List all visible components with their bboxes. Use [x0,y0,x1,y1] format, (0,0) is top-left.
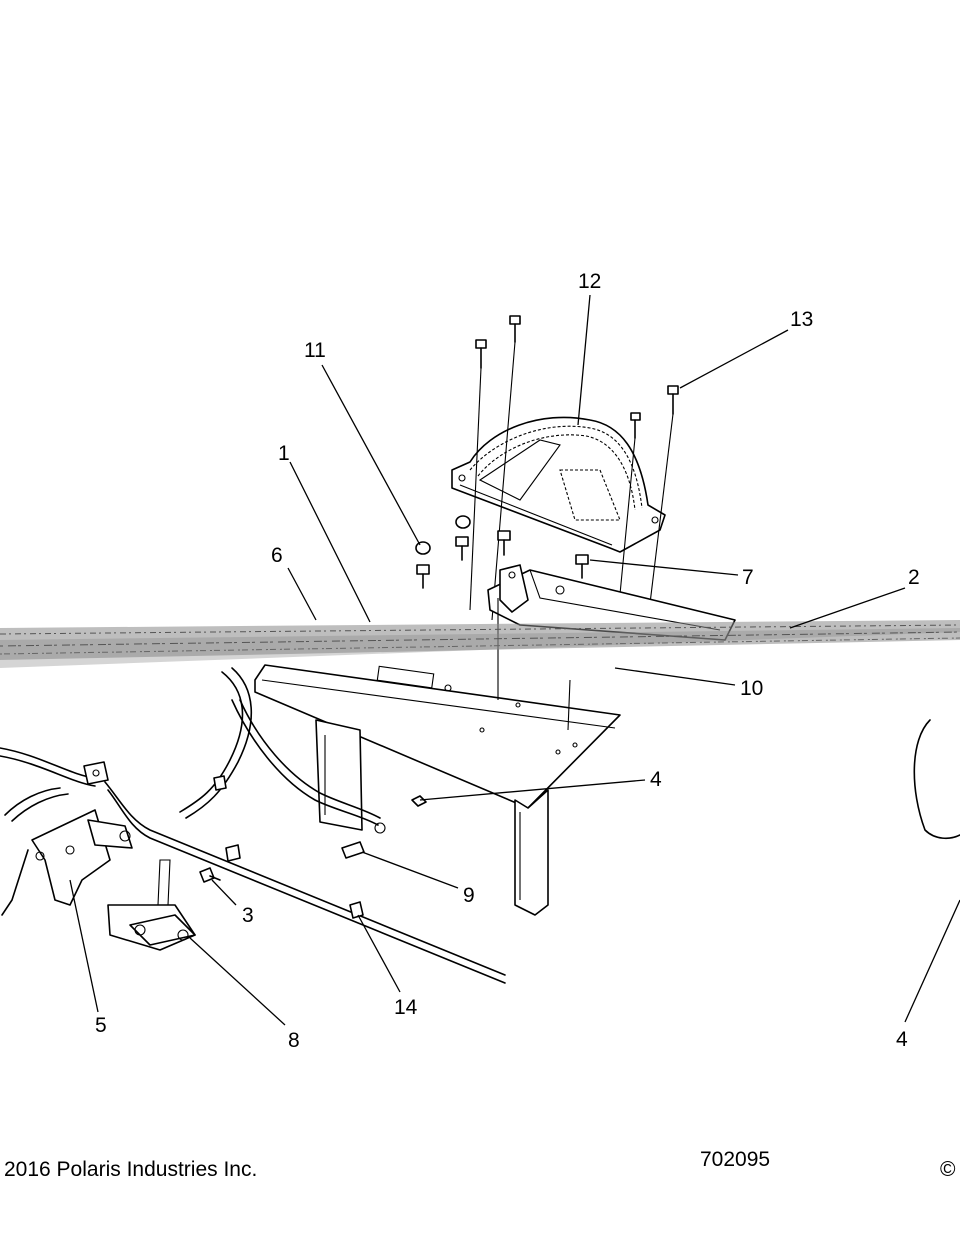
copyright-symbol: © [940,1158,956,1181]
switch-bracket [1,809,133,916]
main-panel [254,664,621,916]
connector [83,761,109,785]
callout-8: 8 [288,1029,300,1052]
screw [475,339,487,369]
cable-tie-set [213,775,364,919]
pin [341,822,386,859]
callout-10: 10 [740,677,763,700]
clip [411,795,427,807]
callout-1: 1 [278,442,290,465]
small-screw [199,867,221,883]
callout-6: 6 [271,544,283,567]
diagram-id: 702095 [700,1148,771,1171]
screw [630,412,641,439]
callout-5: 5 [95,1014,107,1037]
callout-2: 2 [908,566,920,589]
callout-4-upper: 4 [650,768,662,791]
screw [509,315,521,343]
callout-leaders [69,294,960,1026]
switch-assembly [107,859,196,951]
callout-13: 13 [790,308,813,331]
callout-3: 3 [242,904,254,927]
callout-9: 9 [463,884,475,907]
callout-11: 11 [304,339,326,362]
brake-cable [0,667,960,984]
shroud-cover [451,416,666,553]
copyright-text: 2016 Polaris Industries Inc. [4,1158,258,1181]
callout-4-right: 4 [896,1028,908,1051]
callout-14: 14 [394,996,418,1019]
callout-12: 12 [578,270,601,293]
scan-noise-band [0,620,960,668]
callout-7: 7 [742,566,754,589]
screw-set [475,315,679,439]
callout-labels: 1 2 3 4 4 5 6 7 8 9 10 11 12 13 14 [95,270,920,1052]
screw [667,385,679,415]
